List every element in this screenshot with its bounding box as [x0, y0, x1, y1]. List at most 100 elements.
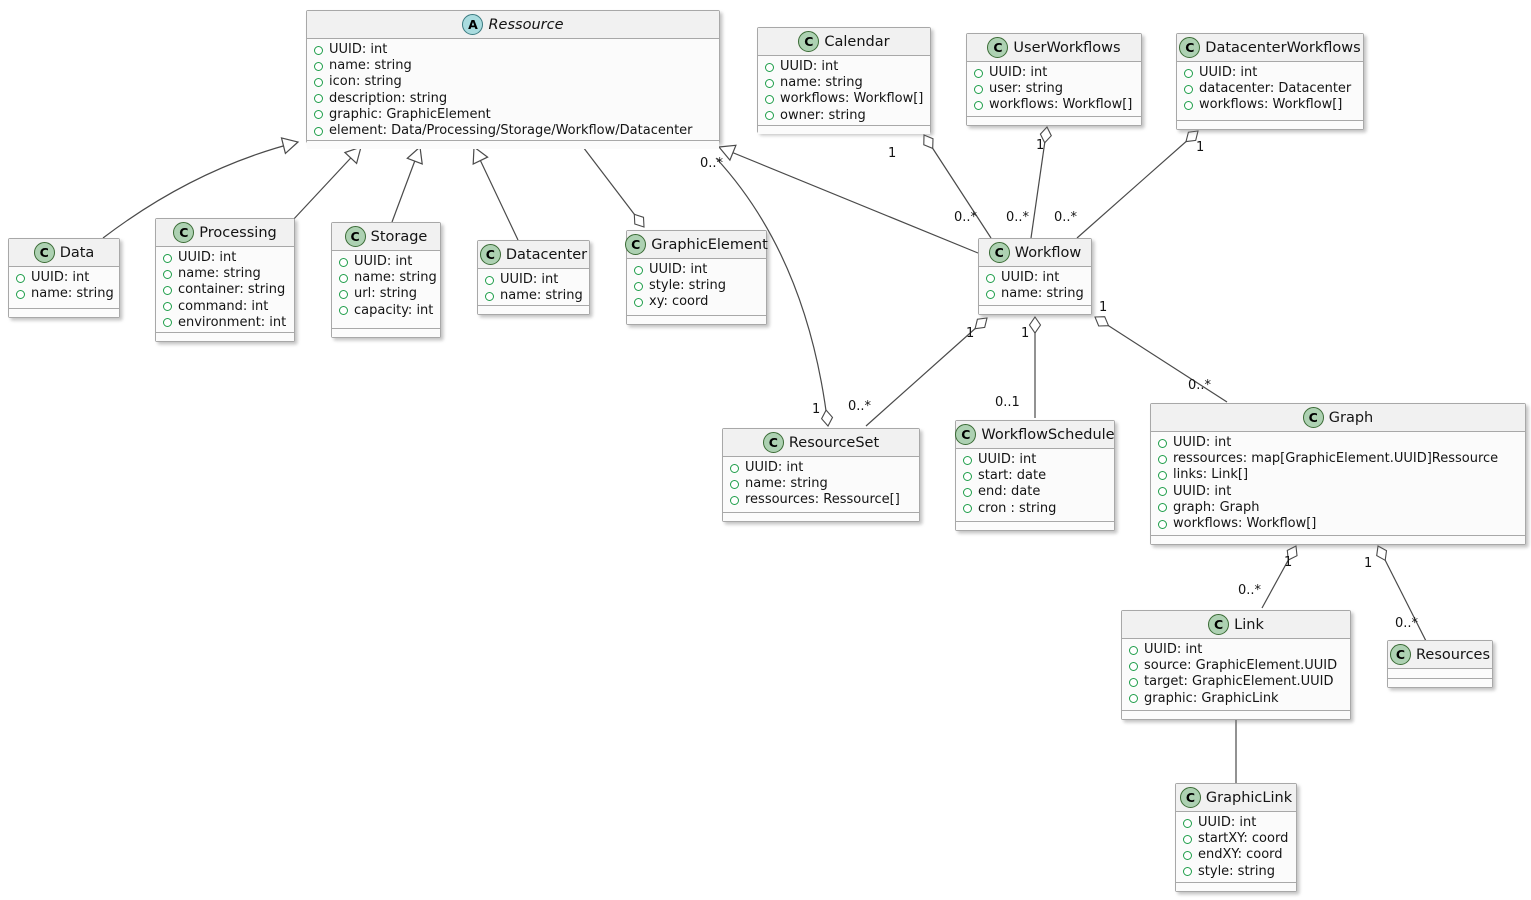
multiplicity-label: 1 — [966, 326, 975, 341]
class-icon: C — [762, 432, 784, 453]
attribute-text: UUID: int — [1173, 483, 1232, 499]
attribute-text: cron : string — [978, 500, 1057, 516]
attribute: UUID: int — [963, 452, 1107, 468]
attribute-text: style: string — [649, 278, 727, 294]
class-title: Data — [59, 244, 95, 261]
attribute: workflows: Workflow[] — [1184, 97, 1356, 113]
attribute: workflows: Workflow[] — [765, 91, 923, 107]
attribute: UUID: int — [485, 272, 582, 288]
generalization-triangle-icon — [343, 146, 362, 165]
field-visibility-icon — [1158, 487, 1167, 497]
attribute: UUID: int — [1183, 815, 1289, 831]
attribute-text: owner: string — [780, 107, 866, 123]
class-icon: C — [798, 31, 820, 52]
abstract-class-icon: A — [462, 14, 484, 35]
attribute: user: string — [974, 81, 1134, 97]
attribute: endXY: coord — [1183, 847, 1289, 863]
datacenter-extends-ressource — [473, 146, 519, 241]
field-visibility-icon — [339, 273, 348, 283]
attribute: workflows: Workflow[] — [1158, 516, 1518, 532]
field-visibility-icon — [314, 78, 323, 87]
attribute-text: workflows: Workflow[] — [989, 97, 1133, 113]
field-visibility-icon — [634, 265, 643, 275]
generalization-triangle-icon — [472, 145, 489, 165]
attribute-text: environment: int — [178, 314, 287, 330]
field-visibility-icon — [974, 101, 983, 110]
attribute-text: start: date — [978, 468, 1047, 484]
attribute-text: url: string — [354, 286, 418, 302]
field-visibility-icon — [634, 298, 643, 307]
attribute: workflows: Workflow[] — [974, 97, 1134, 113]
workflow-extends-ressource — [718, 146, 979, 254]
data-extends-ressource — [102, 141, 299, 239]
aggregation-diamond-icon — [974, 317, 988, 330]
attribute: style: string — [1183, 864, 1289, 880]
attribute: end: date — [963, 484, 1107, 500]
multiplicity-label: 1 — [1036, 138, 1045, 153]
attribute-text: UUID: int — [745, 460, 804, 475]
field-visibility-icon — [986, 289, 995, 299]
attribute: name: string — [765, 75, 923, 91]
attribute: UUID: int — [339, 254, 433, 270]
field-visibility-icon — [1129, 678, 1138, 687]
attribute-text: name: string — [745, 476, 828, 492]
attribute: command: int — [163, 299, 287, 315]
class-icon: C — [1389, 644, 1411, 665]
field-visibility-icon — [1183, 867, 1192, 877]
methods-compartment — [723, 512, 919, 521]
attribute: capacity: int — [339, 303, 433, 319]
attribute-text: name: string — [1001, 286, 1084, 302]
attribute-text: graphic: GraphicElement — [329, 106, 491, 122]
aggregation-diamond-icon — [820, 409, 834, 427]
attribute-text: links: Link[] — [1173, 467, 1249, 483]
aggregation-diamond-icon — [1039, 126, 1052, 144]
field-visibility-icon — [1158, 519, 1167, 529]
field-visibility-icon — [974, 68, 983, 78]
attribute: start: date — [963, 468, 1107, 484]
attribute: UUID: int — [314, 42, 712, 58]
methods-compartment — [956, 521, 1114, 530]
multiplicity-label: 1 — [1364, 556, 1373, 571]
attribute-text: startXY: coord — [1198, 831, 1289, 847]
multiplicity-label: 1 — [812, 402, 821, 417]
field-visibility-icon — [339, 257, 348, 267]
attribute: links: Link[] — [1158, 467, 1518, 483]
attribute-text: workflows: Workflow[] — [1173, 516, 1317, 532]
class-icon: C — [988, 242, 1010, 263]
class-icon: C — [1302, 407, 1324, 428]
field-visibility-icon — [963, 455, 972, 465]
attribute: name: string — [163, 266, 287, 282]
field-visibility-icon — [339, 290, 348, 299]
field-visibility-icon — [765, 111, 774, 121]
field-visibility-icon — [16, 289, 25, 299]
attributes-compartment — [1388, 669, 1492, 678]
field-visibility-icon — [1129, 694, 1138, 704]
attribute: UUID: int — [16, 270, 112, 286]
attribute: ressources: Ressource[] — [730, 492, 912, 508]
attribute-text: ressources: map[GraphicElement.UUID]Ress… — [1173, 451, 1499, 467]
attribute-text: style: string — [1198, 863, 1276, 879]
userworkflows-aggregates-workflow — [1030, 126, 1048, 239]
field-visibility-icon — [730, 496, 739, 505]
multiplicity-label: 0..* — [954, 210, 978, 225]
attributes-compartment: UUID: int ressources: map[GraphicElement.… — [1151, 432, 1525, 535]
field-visibility-icon — [1184, 101, 1193, 110]
field-visibility-icon — [163, 253, 172, 263]
attribute-text: ressources: Ressource[] — [745, 492, 900, 508]
field-visibility-icon — [163, 286, 172, 295]
